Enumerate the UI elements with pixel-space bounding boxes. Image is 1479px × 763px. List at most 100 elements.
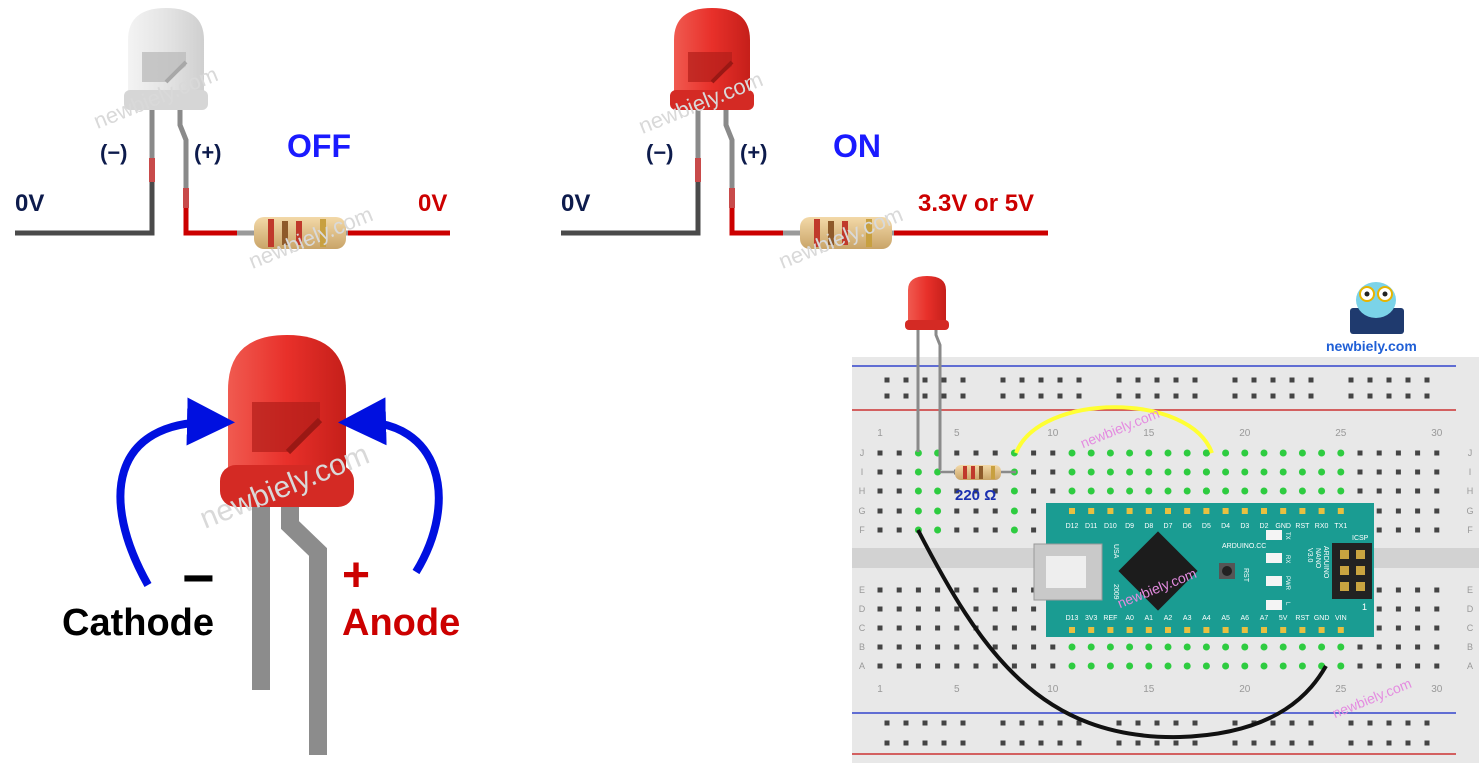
terminal-hole xyxy=(896,527,902,533)
connected-hole xyxy=(1145,487,1153,495)
connected-hole xyxy=(1087,643,1095,651)
connected-hole xyxy=(1202,643,1210,651)
terminal-hole xyxy=(992,663,998,669)
connected-hole xyxy=(1106,449,1114,457)
nano-pin-label: A2 xyxy=(1164,615,1173,622)
rail-hole xyxy=(884,740,890,746)
terminal-hole xyxy=(973,527,979,533)
terminal-hole xyxy=(1357,644,1363,650)
terminal-hole xyxy=(1357,450,1363,456)
rail-hole xyxy=(941,377,947,383)
connected-hole xyxy=(1298,468,1306,476)
terminal-hole xyxy=(877,488,883,494)
connected-hole xyxy=(914,507,922,515)
rail-hole xyxy=(1424,393,1430,399)
terminal-hole xyxy=(877,587,883,593)
rail-hole xyxy=(1386,720,1392,726)
connected-hole xyxy=(1202,662,1210,670)
terminal-hole xyxy=(896,644,902,650)
connected-hole xyxy=(1106,643,1114,651)
terminal-hole xyxy=(1415,450,1421,456)
connected-hole xyxy=(1298,643,1306,651)
terminal-hole xyxy=(896,606,902,612)
rail-hole xyxy=(1348,377,1354,383)
connected-hole xyxy=(1279,643,1287,651)
terminal-hole xyxy=(1011,625,1017,631)
terminal-hole xyxy=(877,663,883,669)
terminal-hole xyxy=(954,508,960,514)
row-letter: C xyxy=(859,623,866,633)
resistor-icon xyxy=(800,217,892,249)
black-jumper-wire xyxy=(916,529,1328,740)
rail-hole xyxy=(1019,720,1025,726)
nano-pin-label: RX0 xyxy=(1315,523,1329,530)
terminal-hole xyxy=(877,606,883,612)
terminal-hole xyxy=(1376,663,1382,669)
off-circuit xyxy=(15,8,450,249)
nano-pin-label: D2 xyxy=(1260,523,1269,530)
nano-pin-label: D9 xyxy=(1125,523,1134,530)
terminal-hole xyxy=(954,625,960,631)
nano-pin-pad xyxy=(1241,627,1248,633)
connected-hole xyxy=(1145,643,1153,651)
row-letter: A xyxy=(859,661,865,671)
connected-hole xyxy=(1298,662,1306,670)
row-letter: G xyxy=(1466,506,1473,516)
nano-led-label-l: L xyxy=(1284,602,1290,606)
rail-hole xyxy=(1424,377,1430,383)
terminal-hole xyxy=(1011,663,1017,669)
rail-hole xyxy=(1000,740,1006,746)
rail-hole xyxy=(941,720,947,726)
nano-pin-pad xyxy=(1165,508,1171,514)
row-letter: G xyxy=(858,506,865,516)
terminal-hole xyxy=(877,644,883,650)
terminal-hole xyxy=(954,488,960,494)
column-number: 1 xyxy=(877,684,883,695)
row-letter: B xyxy=(859,642,865,652)
terminal-hole xyxy=(877,508,883,514)
connected-hole xyxy=(1183,487,1191,495)
yellow-jumper-wire xyxy=(1014,405,1214,454)
rail-hole xyxy=(1019,377,1025,383)
terminal-hole xyxy=(992,606,998,612)
rail-hole xyxy=(1386,740,1392,746)
off-right-voltage: 0V xyxy=(418,190,448,217)
row-letter: F xyxy=(859,525,865,535)
rail-hole xyxy=(1116,740,1122,746)
terminal-hole xyxy=(935,587,941,593)
rail-hole xyxy=(960,393,966,399)
rail-hole xyxy=(960,720,966,726)
icsp-pin xyxy=(1356,566,1365,575)
rail-hole xyxy=(1424,720,1430,726)
terminal-hole xyxy=(1434,625,1440,631)
terminal-hole xyxy=(1357,469,1363,475)
rail-hole xyxy=(1057,720,1063,726)
nano-pin-pad xyxy=(1203,627,1210,633)
connected-hole xyxy=(1183,449,1191,457)
row-letter: H xyxy=(1467,486,1474,496)
nano-pin-pad xyxy=(1261,508,1267,514)
big-led xyxy=(116,335,443,755)
connected-hole xyxy=(1260,662,1268,670)
rail-hole xyxy=(1173,720,1179,726)
nano-pin-label: REF xyxy=(1103,615,1117,622)
terminal-hole xyxy=(896,469,902,475)
rail-hole xyxy=(1308,740,1314,746)
terminal-hole xyxy=(973,644,979,650)
breadboard-led xyxy=(905,276,949,470)
terminal-hole xyxy=(1050,469,1056,475)
cathode-label: Cathode xyxy=(62,602,214,644)
terminal-hole xyxy=(877,625,883,631)
icsp-pin xyxy=(1340,582,1349,591)
terminal-hole xyxy=(896,625,902,631)
on-state-label: ON xyxy=(833,128,881,164)
nano-pin-pad xyxy=(1165,627,1171,633)
connected-hole xyxy=(1279,449,1287,457)
rail-hole xyxy=(1038,393,1044,399)
nano-pin-label: GND xyxy=(1275,523,1291,530)
terminal-hole xyxy=(954,527,960,533)
terminal-hole xyxy=(1031,469,1037,475)
nano-pin-pad xyxy=(1184,508,1191,514)
breadboard-resistor-icon xyxy=(940,465,1016,480)
